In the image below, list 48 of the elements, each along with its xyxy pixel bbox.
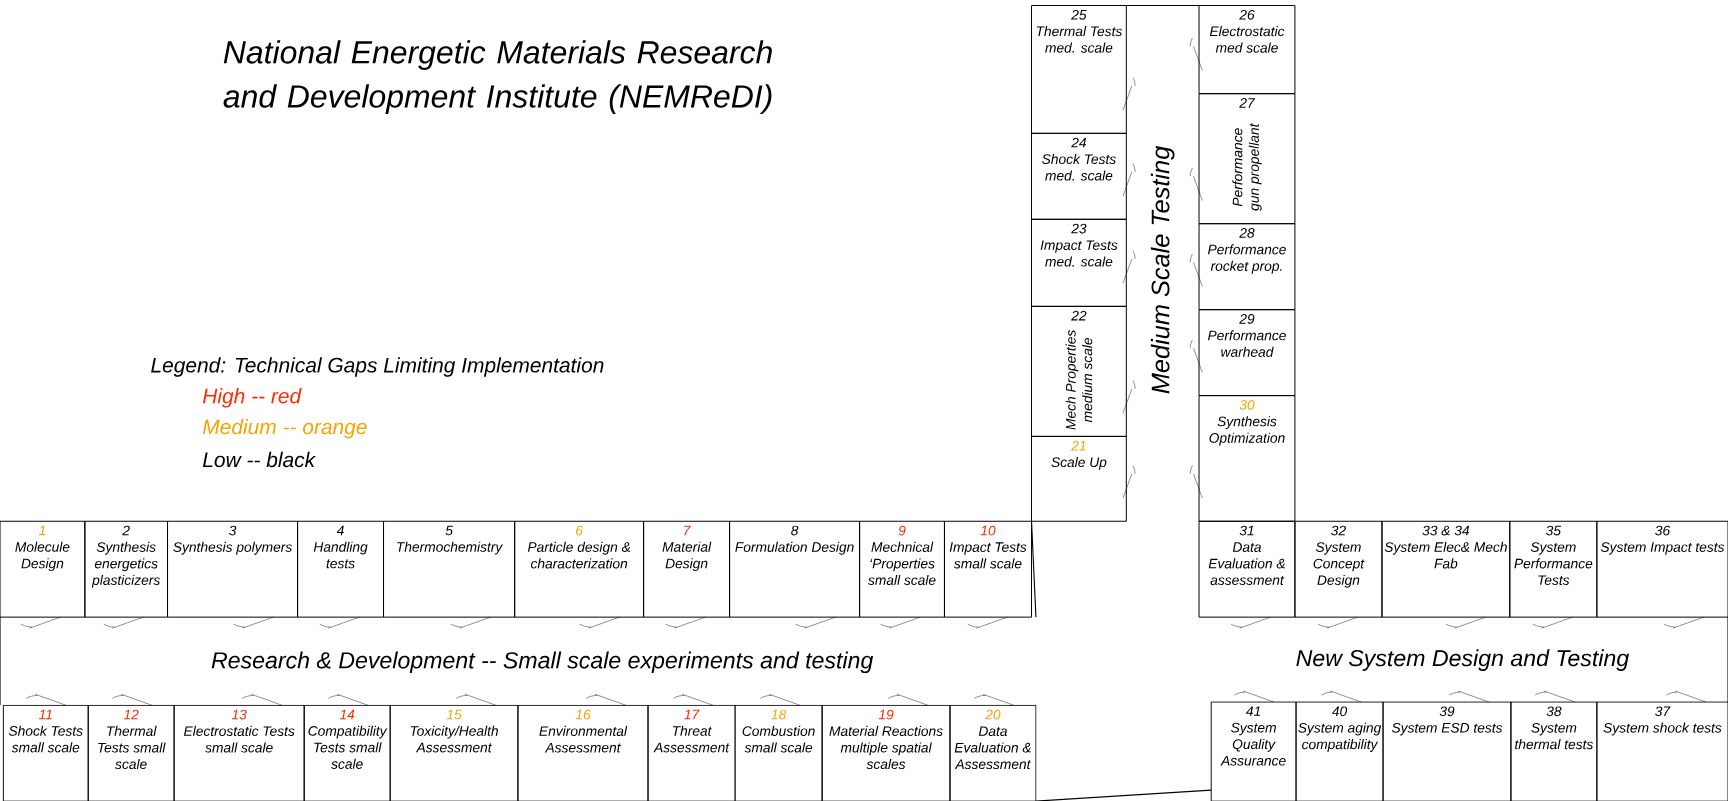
room-box: 18 Combustion small scale [734, 704, 823, 801]
room-box: 22 Mech Properties medium scale [1031, 305, 1127, 437]
title: National Energetic Materials Research and Development Institute (NEMReDI) [223, 40, 772, 114]
room-box: 11 Shock Tests small scale [2, 704, 89, 801]
room-box: 6 Particle design & characterization [514, 520, 645, 618]
room-box: 31 Data Evaluation & assessment [1198, 520, 1296, 618]
room-box: 24 Shock Tests med. scale [1031, 132, 1127, 220]
room-box: 8 Formulation Design [729, 520, 861, 618]
room-box: 1 Molecule Design [0, 520, 86, 618]
room-box: 26 Electrostatic med scale [1198, 4, 1296, 95]
legend-heading: Legend: Technical Gaps Limiting Implementation [151, 357, 604, 377]
room-box: 38 System thermal tests [1510, 701, 1598, 801]
room-box: 15 Toxicity/Health Assessment [389, 704, 519, 801]
room-box: 7 Material Design [643, 520, 731, 618]
corridor-label: Research & Development -- Small scale experiments and testing [211, 651, 874, 673]
room-box: 12 Thermal Tests small scale [87, 704, 175, 801]
corridor-label: New System Design and Testing [1296, 649, 1629, 671]
room-box: 5 Thermochemistry [383, 520, 516, 618]
room-box: 29 Performance warhead [1198, 309, 1296, 397]
room-box: 28 Performance rocket prop. [1198, 223, 1296, 311]
room-box: 2 Synthesis energetics plasticizers [84, 520, 168, 618]
room-box: 3 Synthesis polymers [167, 520, 299, 618]
room-box: 4 Handling tests [297, 520, 384, 618]
room-box: 37 System shock tests [1596, 701, 1728, 801]
room-box: 25 Thermal Tests med. scale [1031, 4, 1127, 134]
room-box: 19 Material Reactions multiple spatial scales [821, 704, 951, 801]
room-box: 41 System Quality Assurance [1210, 701, 1297, 801]
legend-entry: Low -- black [202, 451, 316, 468]
room-box: 27 Performance gun propellant [1198, 93, 1296, 225]
room-box: 40 System aging compatibility [1295, 701, 1384, 801]
corridor-label: Medium Scale Testing [1150, 145, 1175, 394]
room-box: 23 Impact Tests med. scale [1031, 218, 1127, 307]
room-box: 36 System Impact tests [1596, 520, 1728, 618]
room-box: 35 System Performance Tests [1509, 520, 1598, 618]
legend-entry: High -- red [202, 388, 302, 408]
room-box: 32 System Concept Design [1294, 520, 1383, 618]
legend-entry: Medium -- orange [202, 418, 367, 439]
room-box: 13 Electrostatic Tests small scale [173, 704, 305, 801]
room-box: 16 Environmental Assessment [517, 704, 649, 801]
room-box: 30 Synthesis Optimization [1198, 395, 1296, 522]
room-box: 20 Data Evaluation & Assessment [949, 704, 1037, 801]
room-box: 21 Scale Up [1031, 435, 1127, 522]
room-box: 17 Threat Assessment [647, 704, 736, 801]
room-box: 39 System ESD tests [1382, 701, 1512, 801]
room-box: 9 Mechnical ‘Properties small scale [859, 520, 945, 618]
room-box: 33 & 34 System Elec& Mech Fab [1381, 520, 1511, 618]
room-box: 10 Impact Tests small scale [943, 520, 1032, 618]
room-box: 14 Compatibility Tests small scale [303, 704, 391, 801]
